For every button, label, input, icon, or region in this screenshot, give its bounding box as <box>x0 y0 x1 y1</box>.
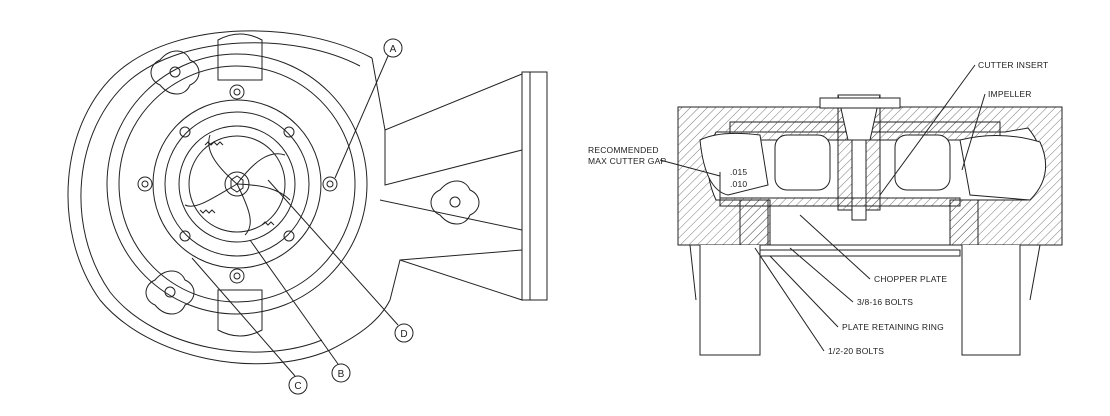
wear-plate-ring <box>106 53 368 315</box>
impeller-circle <box>178 125 296 243</box>
callout-a-label: A <box>390 44 397 55</box>
outlet-flange <box>521 71 548 301</box>
impeller-hub <box>224 171 250 197</box>
clamp-knob-top <box>150 50 200 95</box>
callout-d <box>267 179 414 343</box>
section-leaders <box>659 64 986 352</box>
callout-b-label: B <box>338 369 345 380</box>
section-view <box>659 64 1063 356</box>
label-gap-lower: .010 <box>730 179 747 189</box>
cutter-plate-outer <box>152 99 322 269</box>
label-cutter-insert: CUTTER INSERT <box>978 60 1048 70</box>
volute-housing <box>67 30 391 365</box>
plate-bolts <box>137 84 338 284</box>
volute-housing-inner <box>80 42 361 353</box>
label-impeller: IMPELLER <box>988 89 1032 99</box>
callout-c <box>191 257 308 395</box>
callout-c-label: C <box>294 381 301 392</box>
callout-d-label: D <box>400 329 407 340</box>
front-view <box>67 30 548 395</box>
label-bolts-3-8: 3/8-16 BOLTS <box>857 297 913 307</box>
serrated-cutter <box>199 141 275 226</box>
label-bolts-1-2: 1/2-20 BOLTS <box>828 346 884 356</box>
discharge-neck-inner <box>379 130 523 261</box>
label-retaining-ring: PLATE RETAINING RING <box>842 322 944 332</box>
cutter-insert <box>819 94 901 221</box>
discharge-neck <box>371 57 523 301</box>
label-gap-upper: .015 <box>730 167 747 177</box>
impeller-vanes <box>184 134 291 236</box>
callout-b <box>249 239 351 383</box>
label-recommended: RECOMMENDED <box>588 145 659 155</box>
impeller-section <box>774 134 951 191</box>
clamp-knob-bottom <box>145 270 195 315</box>
support-legs <box>689 244 1041 356</box>
label-chopper-plate: CHOPPER PLATE <box>874 274 947 284</box>
label-max-cutter-gap: MAX CUTTER GAP <box>588 156 666 166</box>
clamp-knob-discharge <box>430 180 480 225</box>
callout-a <box>334 38 403 179</box>
